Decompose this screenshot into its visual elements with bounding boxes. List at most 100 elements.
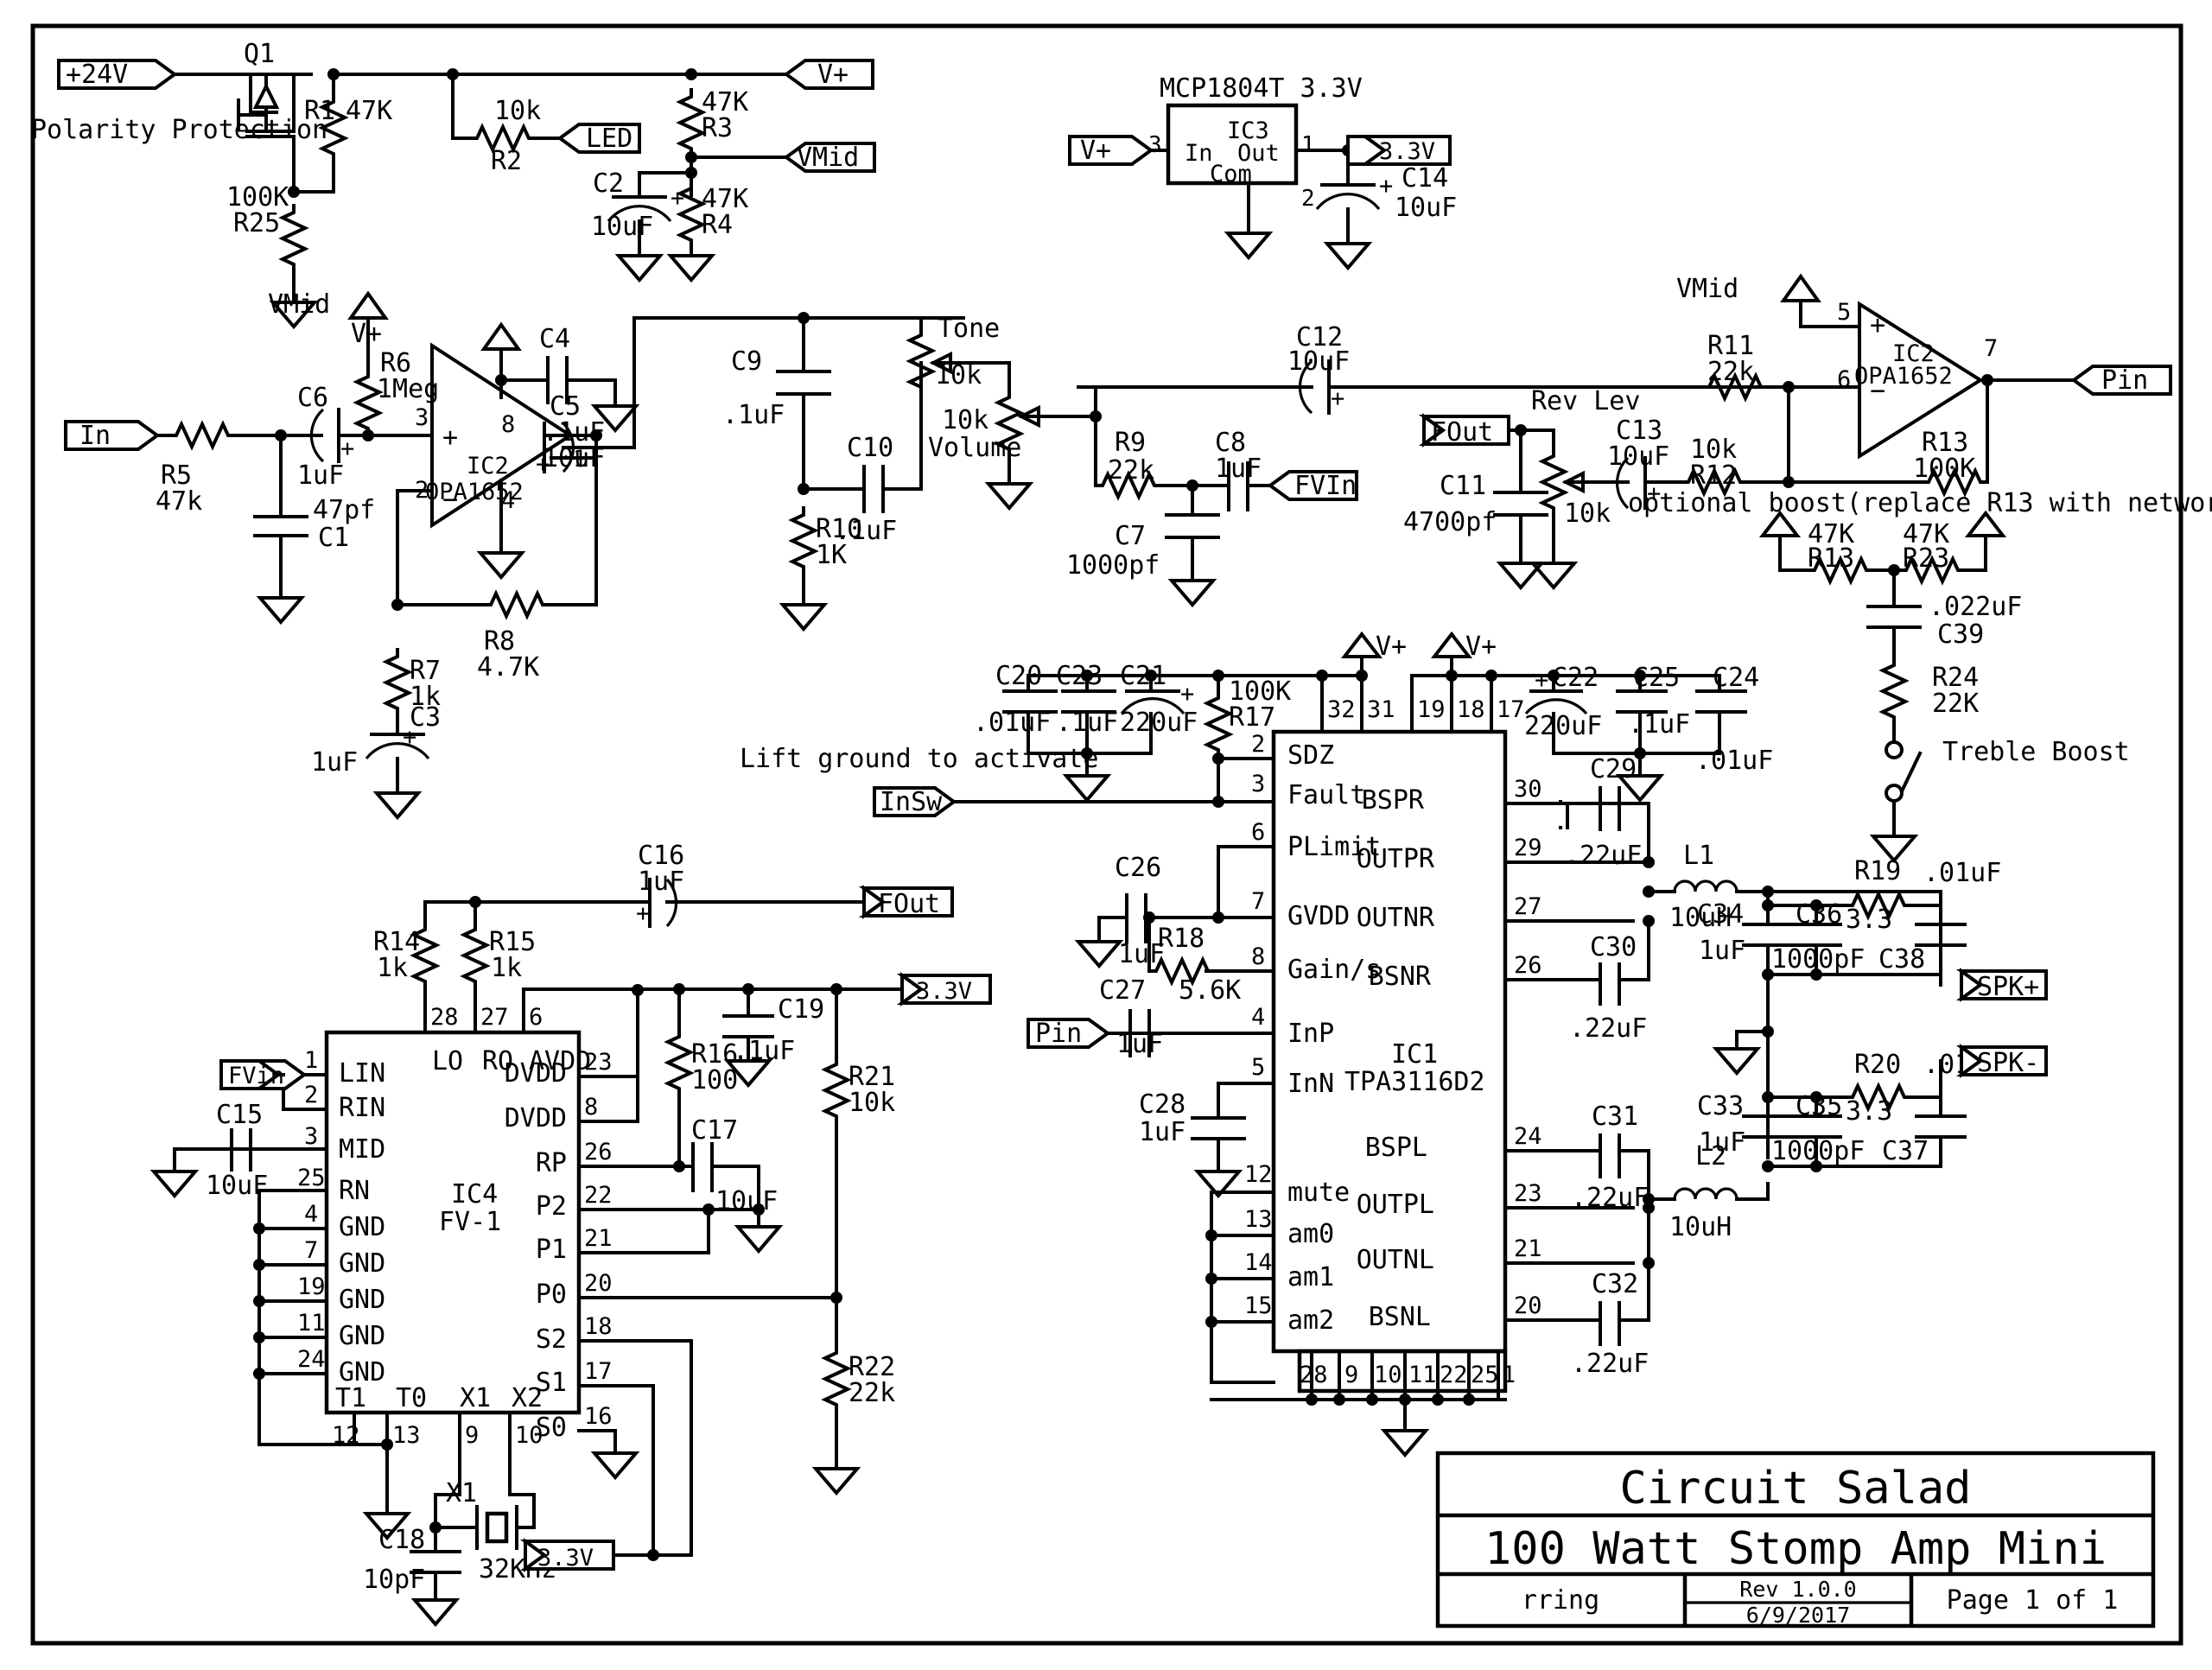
r25-val: 100K	[226, 182, 289, 213]
c14-val: 10uF	[1395, 193, 1457, 223]
ic1-pin-fault: Fault	[1287, 780, 1365, 810]
ic1-top-31: 31	[1367, 696, 1395, 723]
r21-val: 10k	[849, 1088, 895, 1118]
title-rev: Rev 1.0.0	[1739, 1577, 1856, 1602]
supply-vplus-opamp: V+	[351, 319, 382, 349]
ic1-pin-outnr: OUTNR	[1357, 903, 1435, 933]
c30-ref: C30	[1590, 932, 1637, 962]
ic4-num-p1: 21	[584, 1225, 613, 1252]
ic4-pin-gnd4: GND	[339, 1321, 385, 1351]
r25-ref: R25	[233, 208, 280, 238]
ic1-top-19: 19	[1417, 696, 1446, 723]
port-in-label: In	[79, 421, 111, 451]
r13b-val: 47K	[1808, 519, 1854, 549]
port-fout-1: FOut	[1418, 413, 1510, 448]
ic4-pin-rn: RN	[339, 1176, 370, 1206]
ic4-num-x2: 10	[515, 1422, 543, 1449]
ic3-pin-in: In	[1185, 140, 1213, 167]
r17-val: 100K	[1229, 676, 1291, 707]
x1-ref: X1	[446, 1478, 477, 1508]
port-pin-in: Pin	[1027, 1018, 1111, 1049]
c8-ref: C8	[1215, 428, 1246, 458]
supply-vplus-ic1b: V+	[1465, 632, 1497, 662]
ic4-part: FV-1	[439, 1207, 501, 1237]
c17-val: 10uF	[715, 1186, 778, 1216]
ic1-num-inp: 4	[1251, 1004, 1265, 1031]
c30-val: .22uF	[1569, 1013, 1647, 1044]
r24-ref: R24	[1932, 663, 1979, 693]
ic4-pin-lo: LO	[432, 1046, 463, 1076]
c23-ref: C23	[1056, 661, 1103, 691]
c9-val: .1uF	[722, 400, 785, 430]
r7-val: 1k	[410, 682, 441, 712]
port-pin-in-label: Pin	[1035, 1019, 1082, 1049]
c39-ref: C39	[1937, 619, 1984, 650]
r19-val: 3.3	[1846, 905, 1892, 935]
c39-val: .022uF	[1929, 592, 2022, 622]
supply-vmid-opamp: VMid	[268, 289, 330, 320]
l2-ref: L2	[1695, 1141, 1726, 1172]
svg-text:+: +	[1647, 480, 1661, 507]
ic4-num-lin: 1	[304, 1047, 318, 1074]
c26-ref: C26	[1115, 853, 1161, 883]
volume-pot-label: Volume	[928, 433, 1021, 463]
ic4-num-lo: 28	[430, 1004, 459, 1031]
ic1-num-plimit: 6	[1251, 819, 1265, 846]
port-vplus-2: V+	[1068, 135, 1154, 166]
ic1-top-17: 17	[1497, 696, 1525, 723]
ic1-num-am1: 14	[1244, 1249, 1273, 1276]
c37-ref: C37	[1882, 1136, 1929, 1166]
c23-val: .1uF	[1056, 708, 1118, 738]
port-fvin-1-label: FVIn	[1294, 471, 1357, 501]
r8-val: 4.7K	[477, 652, 539, 683]
ic4-num-rin: 2	[304, 1082, 318, 1108]
ic1-num-gains: 8	[1251, 943, 1265, 970]
r17-ref: R17	[1229, 702, 1275, 733]
r16-val: 100	[691, 1065, 738, 1095]
ic1-pin-mute: mute	[1287, 1178, 1350, 1208]
ic1-num-outpr: 29	[1514, 835, 1542, 861]
supply-vplus-ic1a: V+	[1376, 632, 1407, 662]
r4-val: 47K	[702, 184, 748, 214]
c31-ref: C31	[1592, 1102, 1638, 1132]
port-led-label: LED	[586, 124, 632, 154]
ic4-pin-avdd: AVDD	[529, 1046, 591, 1076]
c12-val: 10uF	[1287, 346, 1350, 377]
ic1-num-gvdd: 7	[1251, 888, 1265, 915]
c16-ref: C16	[638, 841, 684, 871]
ic3-pin-out: Out	[1237, 140, 1280, 167]
ic1-pin-sdz: SDZ	[1287, 740, 1334, 771]
c2-ref: C2	[593, 168, 624, 199]
ic4-pin-p2: P2	[536, 1191, 567, 1222]
ic4-pin-x2: X2	[512, 1383, 543, 1413]
title-date: 6/9/2017	[1746, 1603, 1850, 1628]
r9-val: 22k	[1108, 455, 1154, 486]
c5-val: 10uF	[543, 443, 605, 473]
c26-val: 1uF	[1118, 939, 1165, 969]
ic2a-ref: IC2	[467, 453, 509, 479]
note-optional-boost: optional boost(replace R13 with network)	[1628, 488, 2212, 518]
port-vmid-1: VMid	[783, 142, 876, 173]
port-33v-3-label: 3.3V	[537, 1545, 594, 1572]
ic4-num-dvdd1: 23	[584, 1049, 613, 1076]
c29-ref: C29	[1590, 754, 1637, 784]
port-fvin-2: FVin	[219, 1059, 308, 1090]
c15-ref: C15	[216, 1100, 263, 1130]
ic1-bot-1: 1	[1502, 1362, 1516, 1388]
ic4-pin-gnd3: GND	[339, 1285, 385, 1315]
volume-pot-val: 10k	[942, 405, 988, 435]
r11-ref: R11	[1707, 331, 1754, 361]
c17-ref: C17	[691, 1115, 738, 1146]
c32-ref: C32	[1592, 1269, 1638, 1299]
c13-ref: C13	[1616, 416, 1662, 446]
ic2a-part: OPA1652	[425, 479, 524, 505]
svg-text:+: +	[1331, 385, 1344, 412]
l2-val: 10uH	[1669, 1212, 1732, 1242]
ic1-pin-gains: Gain/s	[1287, 955, 1381, 985]
c18-ref: C18	[378, 1525, 425, 1555]
c7-val: 1000pf	[1066, 550, 1160, 581]
ic1-bot-25: 25	[1471, 1362, 1499, 1388]
c6-ref: C6	[297, 383, 328, 413]
ic1-top-32: 32	[1327, 696, 1356, 723]
